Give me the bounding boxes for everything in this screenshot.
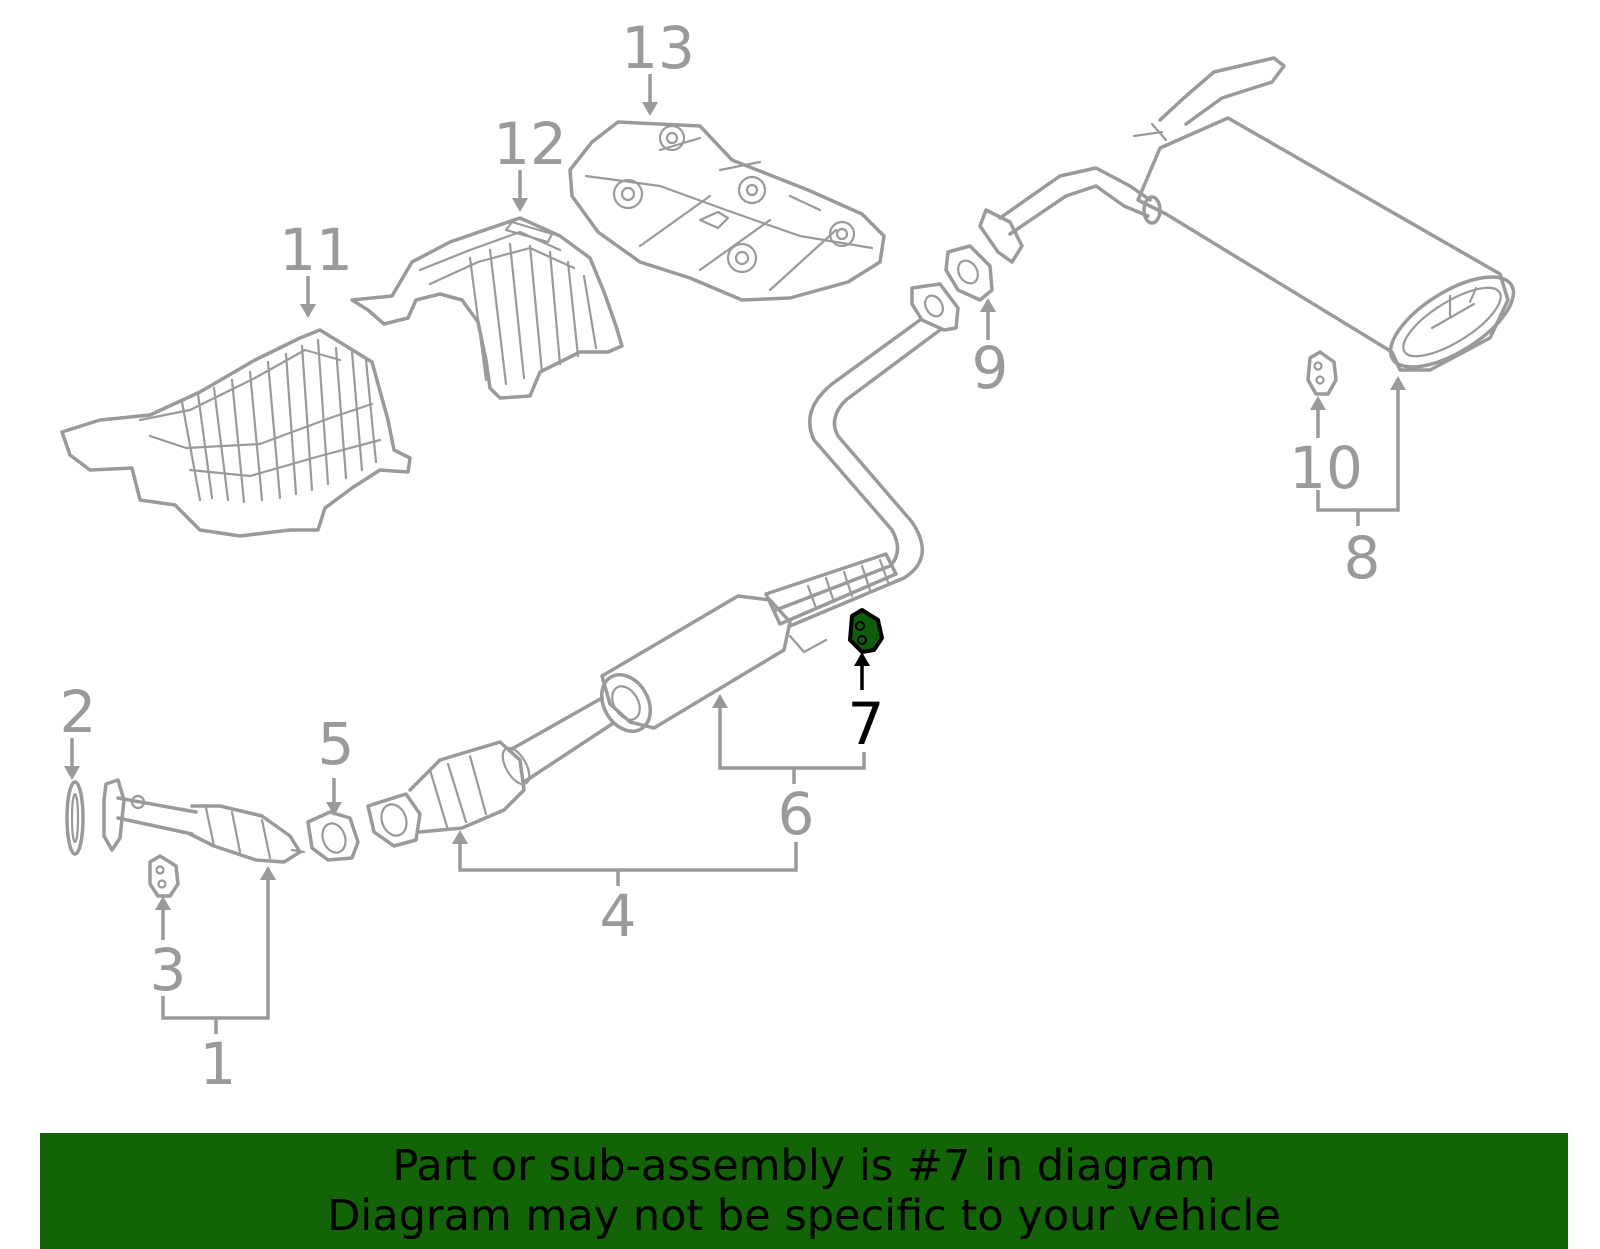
exhaust-hanger-rear-part: [1306, 350, 1338, 396]
heat-shield-front-part: [60, 328, 412, 538]
callout-6: 6: [778, 780, 815, 848]
banner-line-disclaimer: Diagram may not be specific to your vehi…: [327, 1191, 1281, 1241]
catalytic-converter-part: [366, 696, 614, 848]
callout-13: 13: [621, 14, 695, 82]
front-pipe-part: [102, 778, 306, 864]
callout-7-highlighted: 7: [848, 690, 885, 758]
exhaust-hanger-highlighted-part: [848, 608, 884, 654]
muffler-tailpipe-part: [978, 56, 1516, 372]
callout-3: 3: [150, 936, 187, 1004]
callout-12: 12: [493, 110, 567, 178]
gasket-rear-part: [944, 244, 994, 302]
callout-2: 2: [60, 678, 97, 746]
intermediate-pipe-resonator-part: [600, 282, 960, 733]
heat-shield-middle-part: [350, 216, 624, 400]
gasket-front-part: [306, 810, 360, 862]
callout-leaders: [64, 74, 1406, 1034]
callout-11: 11: [279, 216, 353, 284]
gasket-manifold-part: [65, 780, 85, 856]
callout-5: 5: [318, 710, 355, 778]
callout-10: 10: [1289, 434, 1363, 502]
callout-9: 9: [972, 334, 1009, 402]
part-info-banner: Part or sub-assembly is #7 in diagram Di…: [40, 1133, 1568, 1249]
exhaust-hanger-front-part: [148, 854, 180, 898]
heat-shield-rear-part: [568, 120, 886, 302]
callout-4: 4: [600, 882, 637, 950]
callout-1: 1: [200, 1030, 237, 1098]
callout-8: 8: [1344, 524, 1381, 592]
banner-line-part: Part or sub-assembly is #7 in diagram: [392, 1141, 1216, 1191]
